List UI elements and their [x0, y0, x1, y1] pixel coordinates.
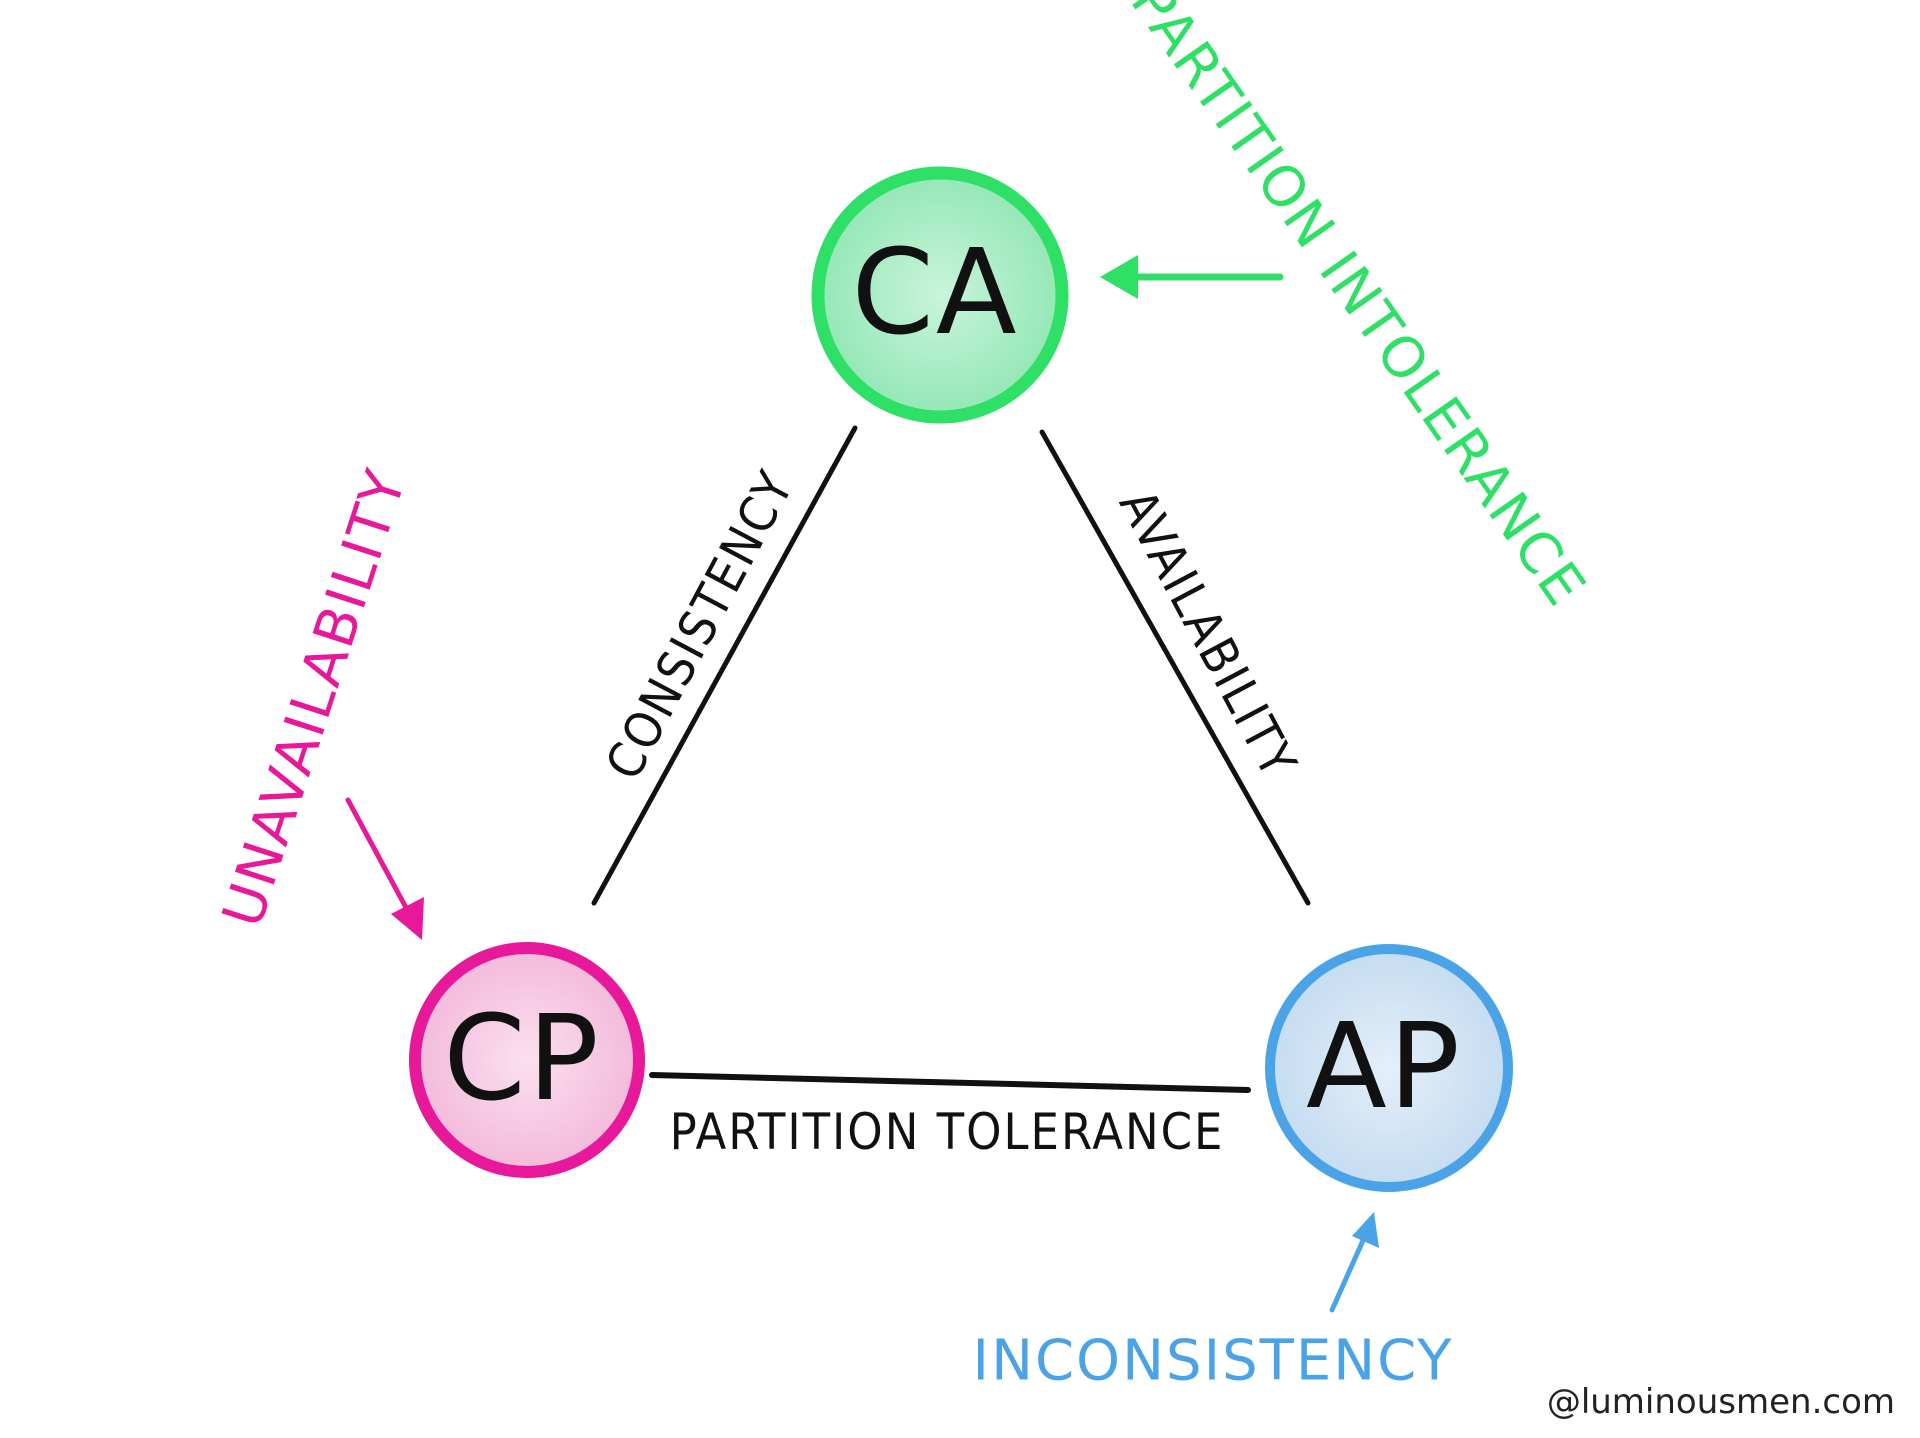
edge-label-consistency: CONSISTENCY [594, 461, 805, 789]
note-partition-intolerance: PARTITION INTOLERANCE [1118, 0, 1599, 619]
node-ca: CA [811, 166, 1069, 424]
node-cp-label: CP [443, 989, 601, 1127]
arrow-to-ap [1329, 1212, 1379, 1313]
credit-watermark: @luminousmen.com [1547, 1382, 1895, 1422]
node-ca-label: CA [851, 223, 1018, 361]
edge-label-availability: AVAILABILITY [1108, 480, 1308, 788]
node-ap-circle [1265, 944, 1513, 1192]
edge-label-partition-tolerance: PARTITION TOLERANCE [670, 1103, 1225, 1161]
node-cp: CP [409, 942, 645, 1178]
arrow-to-cp [345, 797, 424, 940]
node-cp-circle [409, 942, 645, 1178]
edge-line-partition-tolerance [649, 1072, 1251, 1093]
node-ap: AP [1265, 944, 1513, 1192]
edge-line-consistency [591, 425, 858, 906]
node-ap-label: AP [1306, 997, 1462, 1135]
node-ca-circle [811, 166, 1069, 424]
arrow-to-ca [1100, 255, 1284, 299]
note-unavailability: UNAVAILABILITY [210, 461, 419, 935]
edge-line-availability [1039, 429, 1311, 906]
note-inconsistency: INCONSISTENCY [973, 1329, 1454, 1394]
